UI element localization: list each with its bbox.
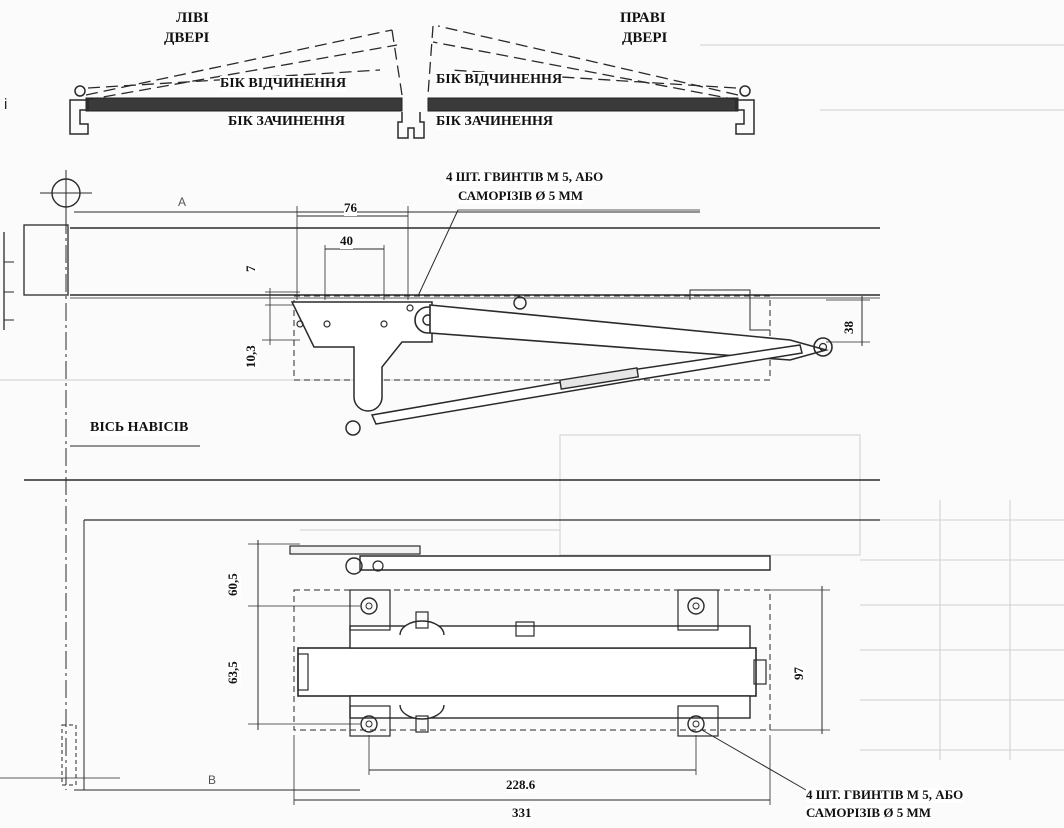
dimension-letter-b: B	[208, 773, 217, 787]
dimension-97: 97	[791, 667, 807, 680]
dimension-331: 331	[512, 805, 532, 821]
dimension-76: 76	[344, 200, 357, 216]
left-closing-side-label: БІК ЗАЧИНЕННЯ	[228, 114, 346, 131]
dimension-40: 40	[340, 233, 353, 249]
left-opening-side-label: БІК ВІДЧИНЕННЯ	[220, 76, 347, 93]
dimension-38: 38	[841, 321, 857, 334]
screws-note-bottom-line2: САМОРІЗІВ Ø 5 ММ	[806, 805, 932, 821]
right-closing-side-label: БІК ЗАЧИНЕННЯ	[436, 114, 554, 131]
right-opening-side-label: БІК ВІДЧИНЕННЯ	[436, 72, 563, 89]
right-door-title-line1: ПРАВІ	[620, 10, 666, 26]
closer-top-view	[0, 479, 880, 805]
dimension-60-5: 60,5	[225, 573, 241, 596]
side-elevation	[3, 170, 880, 790]
dimension-10-3: 10,3	[243, 345, 259, 368]
dimension-letter-a: A	[178, 195, 187, 209]
left-door-leaf	[85, 97, 403, 112]
left-door-title-line2: ДВЕРІ	[164, 30, 210, 46]
background-ghost-lines	[0, 44, 1064, 760]
right-door-leaf	[427, 97, 739, 112]
screws-note-top-line1: 4 ШТ. ГВИНТІВ М 5, АБО	[446, 169, 604, 185]
dimension-63-5: 63,5	[225, 661, 241, 684]
right-door-title-line2: ДВЕРІ	[622, 30, 668, 46]
dimension-228-6: 228.6	[506, 777, 536, 793]
left-door-title-line1: ЛІВІ	[176, 10, 209, 26]
screws-note-bottom-line1: 4 ШТ. ГВИНТІВ М 5, АБО	[806, 787, 964, 803]
dimension-7: 7	[243, 265, 259, 272]
hinge-axis-label: ВІСЬ НАВІСІВ	[90, 420, 189, 437]
screws-note-top-line2: САМОРІЗІВ Ø 5 ММ	[458, 188, 584, 204]
edge-text-fragment: і	[4, 96, 8, 113]
